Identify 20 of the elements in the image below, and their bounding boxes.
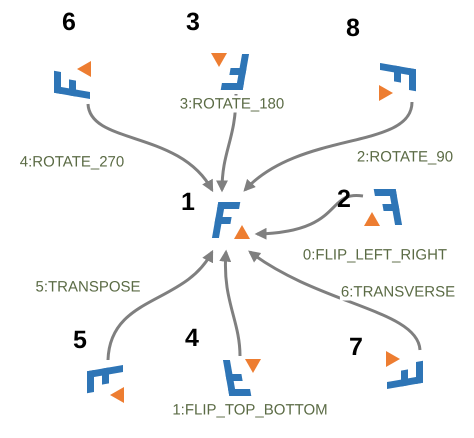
curved-arrow [248, 250, 422, 350]
curved-arrow [86, 104, 214, 192]
edge-label: 3:ROTATE_180 [178, 96, 286, 112]
edge-label: 2:ROTATE_90 [356, 148, 454, 166]
curved-arrow [106, 250, 214, 360]
orientation-number: 8 [346, 14, 360, 42]
orientation-number: 3 [186, 8, 200, 36]
orientation-number: 1 [181, 188, 195, 216]
edge-label: 0:FLIP_LEFT_RIGHT [302, 246, 448, 264]
curved-arrow [243, 102, 414, 192]
curved-arrow [254, 194, 364, 240]
edge-label: 1:FLIP_TOP_BOTTOM [171, 402, 329, 418]
edge-label: 4:ROTATE_270 [18, 154, 126, 170]
curved-arrow [220, 250, 242, 356]
orientation-number: 5 [73, 326, 87, 354]
orientation-number: 2 [337, 185, 351, 213]
orientation-number: 6 [62, 8, 76, 36]
orientation-number: 7 [349, 333, 363, 361]
orientation-number: 4 [185, 324, 199, 352]
edge-label: 6:TRANSVERSE [340, 284, 456, 300]
